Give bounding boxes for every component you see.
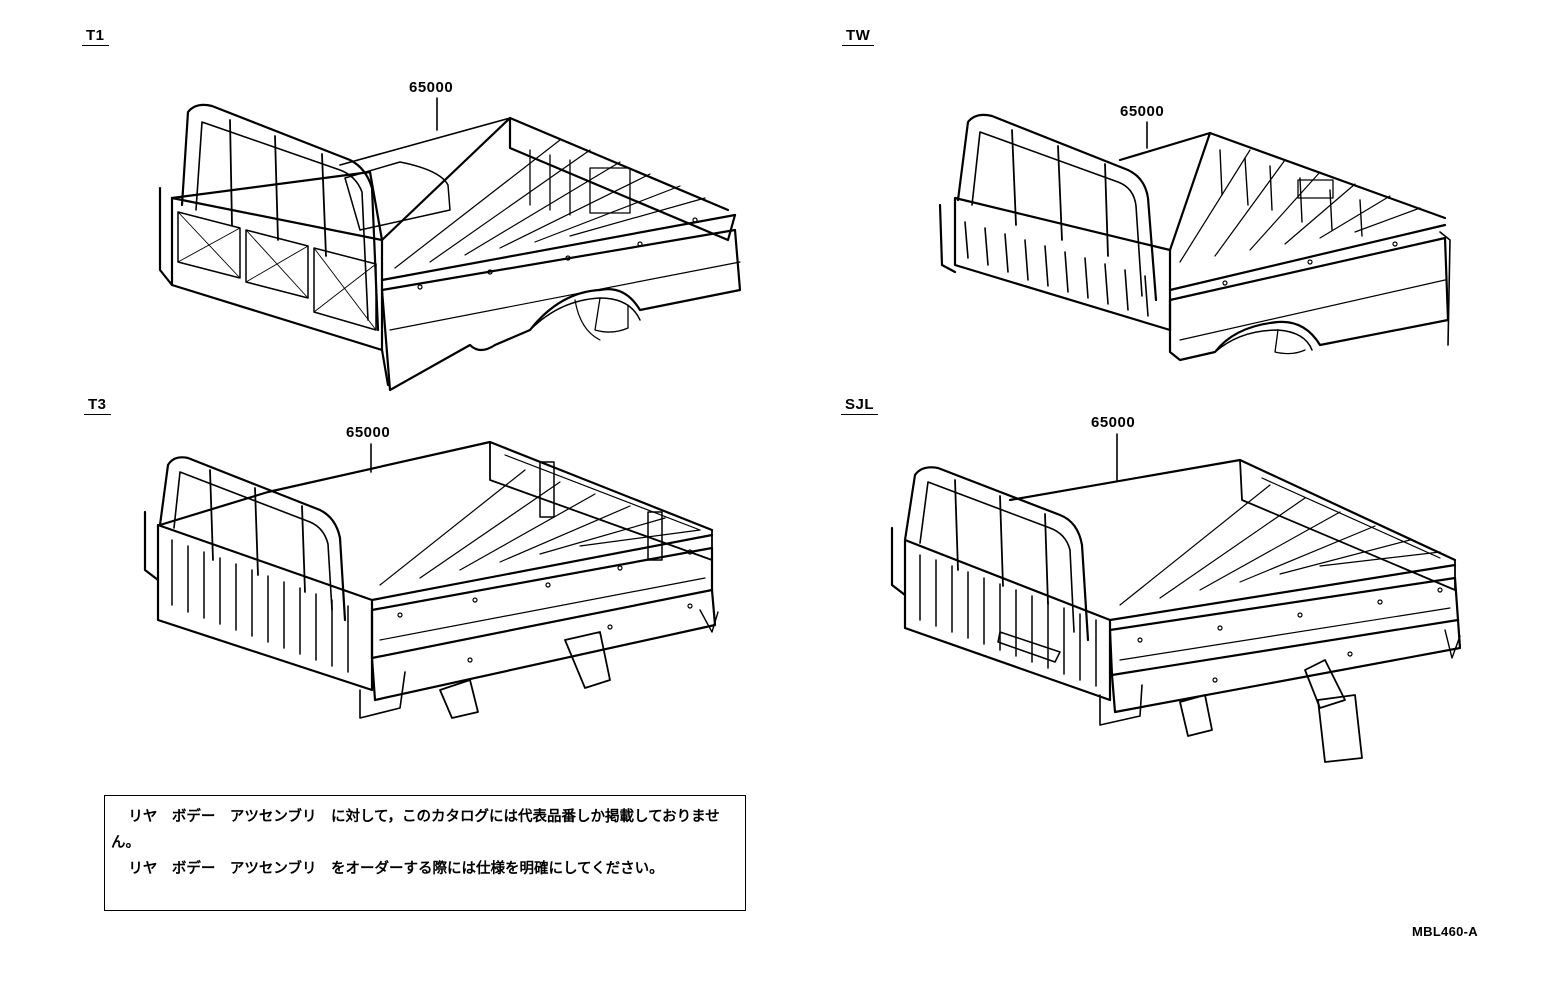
note-paragraph-1: リヤ ボデー アツセンブリ に対して，このカタログには代表品番しか掲載しておりま… [111, 809, 720, 851]
rear-body-t3 [143, 440, 719, 719]
part-number-t1: 65000 [409, 79, 454, 96]
rear-body-tw [938, 113, 1451, 362]
note-paragraph-2: リヤ ボデー アツセンブリ をオーダーする際には仕様を明確にしてください。 [128, 861, 664, 877]
part-number-t3: 65000 [346, 424, 391, 441]
catalog-note-box: リヤ ボデー アツセンブリ に対して，このカタログには代表品番しか掲載しておりま… [104, 795, 746, 911]
rear-body-sjl [890, 433, 1462, 763]
part-number-tw: 65000 [1120, 103, 1165, 120]
variant-label-sjl: SJL [841, 396, 879, 415]
part-number-sjl: 65000 [1091, 414, 1136, 431]
rear-body-t1 [158, 97, 742, 392]
variant-label-t3: T3 [84, 396, 111, 415]
variant-label-tw: TW [842, 27, 875, 46]
drawing-code: MBL460-A [1412, 924, 1478, 939]
variant-label-t1: T1 [82, 27, 109, 46]
